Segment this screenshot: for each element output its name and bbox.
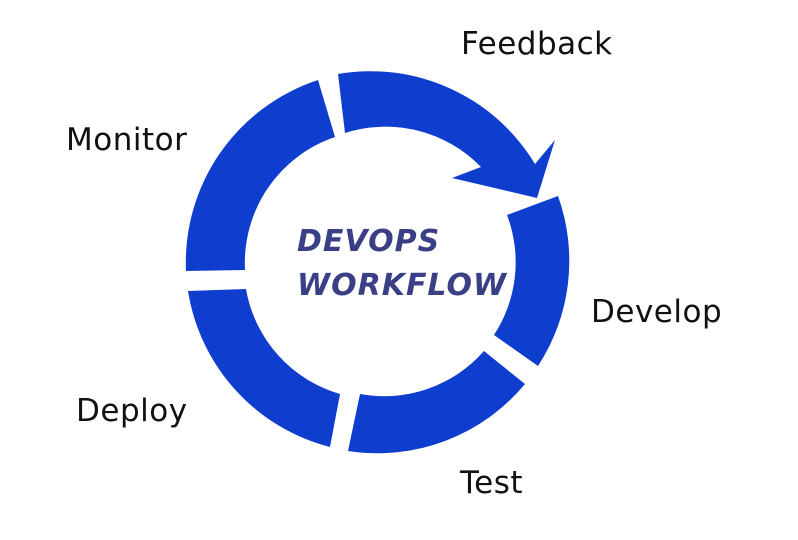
deploy-segment	[188, 289, 340, 447]
stage-label-test: Test	[460, 465, 524, 501]
stage-label-deploy: Deploy	[76, 393, 188, 429]
monitor-segment	[185, 80, 335, 271]
center-title: DEVOPS WORKFLOW	[297, 220, 507, 308]
center-title-line1: DEVOPS	[297, 224, 441, 259]
stage-label-feedback: Feedback	[461, 26, 613, 62]
develop-segment	[494, 196, 570, 366]
stage-label-monitor: Monitor	[66, 122, 188, 158]
center-title-line2: WORKFLOW	[297, 268, 508, 303]
feedback-arrow-segment	[338, 71, 555, 198]
stage-label-develop: Develop	[591, 294, 723, 330]
test-segment	[348, 351, 525, 454]
